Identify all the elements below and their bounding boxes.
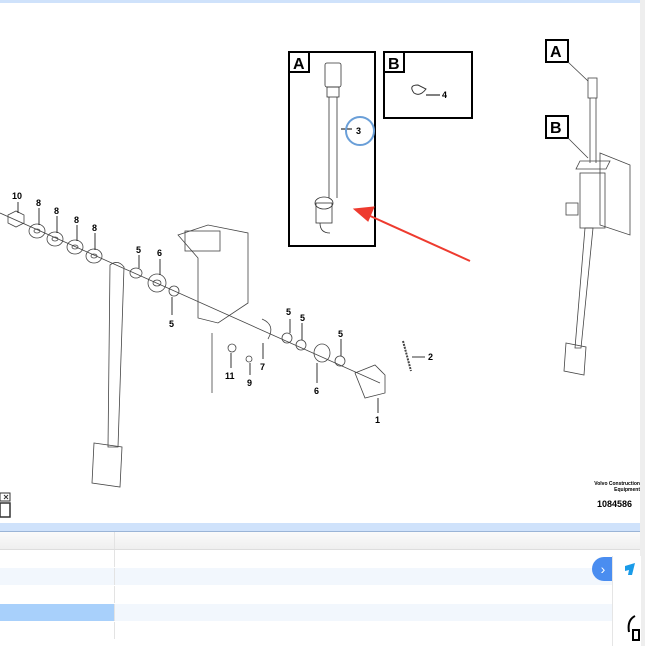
part-label: 7: [260, 362, 265, 372]
scrollbar-track[interactable]: [640, 0, 645, 646]
parts-table: [0, 532, 640, 646]
inset-a-label: A: [293, 56, 305, 73]
part-label: 8: [92, 223, 97, 233]
table-row[interactable]: [0, 568, 640, 585]
part-label: 1: [375, 415, 380, 425]
drawing-number: 1084586: [597, 499, 633, 509]
window-restore-icon[interactable]: [0, 492, 11, 518]
part-label: 5: [136, 245, 141, 255]
inset-b-label: B: [388, 56, 400, 73]
brand-text: Volvo Construction Equipment: [594, 481, 640, 493]
part-label: 5: [286, 307, 291, 317]
part-label: 11: [225, 371, 235, 381]
table-header: [0, 532, 640, 550]
part-label: 2: [428, 352, 433, 362]
part-label: 3: [356, 126, 361, 136]
part-labels: 10 8 8 8 8 5 6 5 5 5 7 11 9 6 5 2 1 3 4: [12, 90, 447, 425]
table-row[interactable]: [0, 586, 640, 603]
part-label: 5: [169, 319, 174, 329]
expand-panel-button[interactable]: ›: [592, 557, 614, 581]
table-row[interactable]: [0, 622, 640, 639]
top-border: [0, 0, 645, 3]
table-row[interactable]: [0, 550, 640, 567]
highlight-circle: [345, 116, 375, 146]
callout-b-label: B: [550, 120, 562, 137]
part-label: 8: [54, 206, 59, 216]
part-label: 10: [12, 191, 22, 201]
part-label: 4: [442, 90, 447, 100]
chevron-right-icon: ›: [600, 561, 606, 577]
parts-diagram: A B A B 10 8 8 8 8 5 6 5 5 5 7 11 9 6 5 …: [0, 39, 631, 488]
inset-b-box: [383, 51, 473, 119]
part-label: 5: [300, 313, 305, 323]
part-label: 6: [314, 386, 319, 396]
part-label: 6: [157, 248, 162, 258]
part-label: 9: [247, 378, 252, 388]
callout-a-label: A: [550, 44, 562, 61]
pedal-assembly-view: [545, 39, 631, 376]
sensor-drawing: [314, 62, 342, 234]
part-label: 8: [74, 215, 79, 225]
headset-icon: [627, 615, 640, 641]
inset-a-box: [288, 51, 376, 247]
exploded-view: [0, 210, 412, 488]
part-label: 5: [338, 329, 343, 339]
side-panel: [612, 556, 641, 646]
app-logo-icon: [625, 563, 635, 575]
pane-splitter[interactable]: [0, 523, 640, 532]
table-row-selected[interactable]: [0, 604, 640, 621]
part-label: 8: [36, 198, 41, 208]
